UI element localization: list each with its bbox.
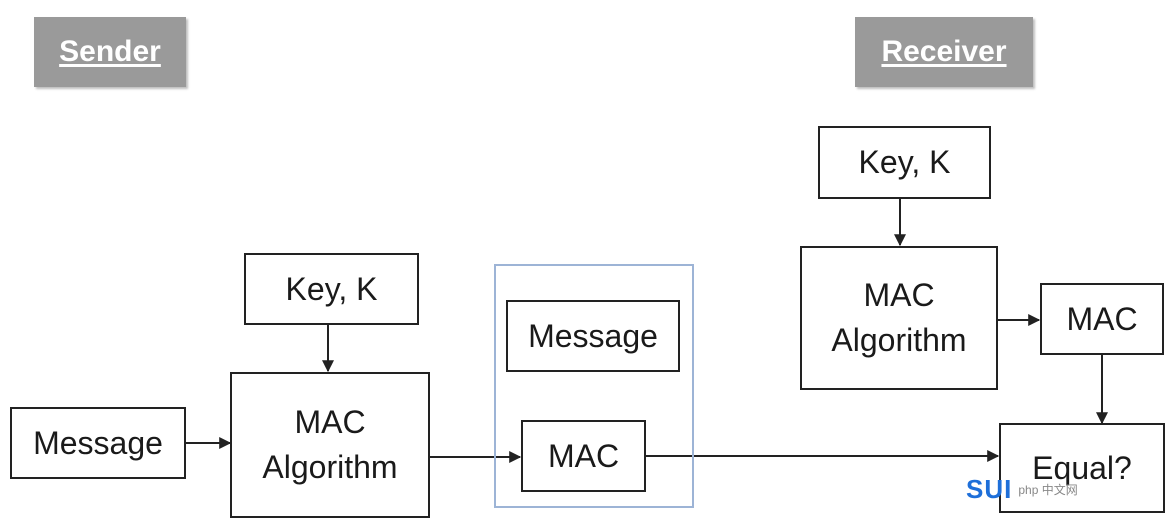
receiver-mac-algorithm-line2: Algorithm	[831, 322, 967, 358]
receiver-key-label: Key, K	[858, 144, 951, 181]
receiver-label: Receiver	[881, 35, 1007, 68]
receiver-tag: Receiver	[855, 17, 1033, 87]
transmitted-message-box: Message	[506, 300, 680, 372]
sender-label: Sender	[59, 35, 161, 68]
transmitted-mac-box: MAC	[521, 420, 646, 492]
watermark-logo: SUI	[966, 474, 1013, 504]
receiver-mac-label: MAC	[1066, 300, 1138, 337]
sender-mac-algorithm-line2: Algorithm	[262, 449, 398, 485]
sender-key-box: Key, K	[244, 253, 419, 325]
receiver-key-box: Key, K	[818, 126, 991, 199]
transmitted-message-label: Message	[528, 317, 658, 354]
sender-tag: Sender	[34, 17, 186, 87]
receiver-mac-algorithm-line1: MAC	[863, 277, 935, 314]
compare-box: Equal?	[999, 423, 1165, 513]
compare-label: Equal?	[1032, 449, 1132, 486]
sender-message-label: Message	[33, 424, 163, 461]
receiver-mac-algorithm-box: MAC Algorithm	[800, 246, 998, 390]
watermark: SUI php 中文网	[966, 474, 1078, 505]
sender-message-box: Message	[10, 407, 186, 479]
sender-mac-algorithm-line1: MAC	[294, 404, 366, 441]
transmitted-packet-frame	[494, 264, 694, 508]
sender-mac-algorithm-box: MAC Algorithm	[230, 372, 430, 518]
receiver-mac-box: MAC	[1040, 283, 1164, 355]
sender-key-label: Key, K	[285, 270, 378, 307]
transmitted-mac-label: MAC	[547, 437, 620, 474]
watermark-text: php 中文网	[1018, 483, 1078, 497]
